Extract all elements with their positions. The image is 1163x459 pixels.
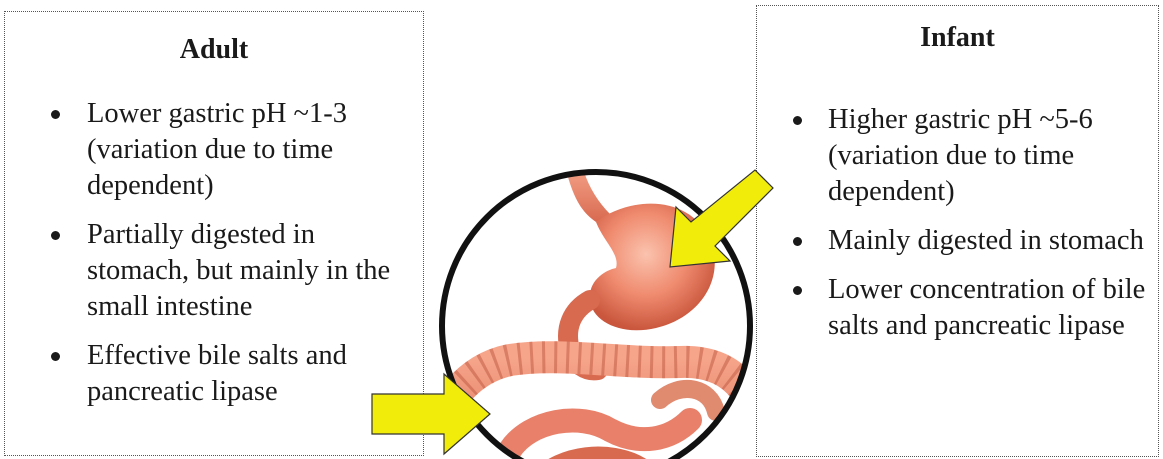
list-item: Lower gastric pH ~1-3 (variation due to …	[5, 96, 417, 204]
list-item-text: Effective bile salts and pancreatic lipa…	[87, 340, 347, 407]
bullet-icon	[793, 237, 802, 246]
stomach-illustration	[360, 150, 790, 459]
infant-panel: Infant Higher gastric pH ~5-6 (variation…	[756, 5, 1159, 457]
list-item: Effective bile salts and pancreatic lipa…	[5, 338, 417, 410]
bullet-icon	[51, 110, 60, 119]
list-item-text: Lower concentration of bile salts and pa…	[828, 274, 1145, 341]
bullet-icon	[51, 231, 60, 240]
list-item: Lower concentration of bile salts and pa…	[757, 272, 1148, 344]
bullet-icon	[793, 116, 802, 125]
infant-list: Higher gastric pH ~5-6 (variation due to…	[757, 102, 1158, 344]
list-item-text: Partially digested in stomach, but mainl…	[87, 219, 390, 322]
arrow-icon	[670, 170, 773, 267]
infant-title: Infant	[757, 22, 1158, 54]
adult-title: Adult	[5, 34, 423, 66]
list-item: Partially digested in stomach, but mainl…	[5, 217, 417, 325]
list-item: Mainly digested in stomach	[757, 223, 1148, 259]
list-item-text: Higher gastric pH ~5-6 (variation due to…	[828, 104, 1093, 207]
list-item-text: Lower gastric pH ~1-3 (variation due to …	[87, 98, 347, 201]
list-item: Higher gastric pH ~5-6 (variation due to…	[757, 102, 1148, 210]
bullet-icon	[51, 352, 60, 361]
bullet-icon	[793, 286, 802, 295]
list-item-text: Mainly digested in stomach	[828, 225, 1144, 256]
